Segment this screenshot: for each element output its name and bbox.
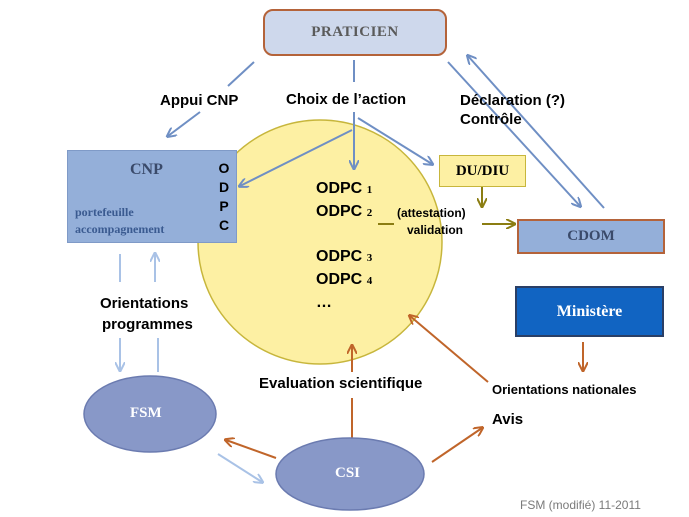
arrow-appui-to-cnp	[168, 111, 201, 136]
odpc-item-4: ODPC 4	[316, 271, 373, 288]
fsm-node	[83, 375, 217, 453]
label-programmes: programmes	[102, 316, 193, 333]
arrow-praticien-to-cnp	[227, 61, 255, 87]
cnp-title: CNP	[130, 161, 163, 178]
footer-credit: FSM (modifié) 11-2011	[520, 498, 641, 512]
arrow-csi-to-fsm	[226, 440, 277, 459]
ministere-node: Ministère	[515, 286, 664, 337]
cnp-letter-p: P	[219, 198, 229, 214]
praticien-node: PRATICIEN	[263, 9, 447, 56]
cnp-line2: accompagnement	[75, 222, 165, 236]
cnp-letter-c: C	[218, 217, 230, 233]
ministere-label: Ministère	[556, 302, 623, 320]
odpc-item-2: ODPC 2	[316, 203, 373, 220]
label-validation: validation	[407, 223, 464, 237]
cnp-line1: portefeuille	[75, 205, 134, 219]
arrow-cdom-to-praticien	[468, 56, 605, 209]
praticien-label: PRATICIEN	[311, 24, 399, 40]
cnp-node: CNP portefeuille accompagnement O D P C	[67, 150, 237, 243]
odpc-ellipsis: …	[316, 294, 332, 311]
cdom-label: CDOM	[567, 228, 615, 244]
label-declaration: Déclaration (?)	[460, 92, 566, 109]
label-avis: Avis	[492, 411, 524, 428]
du-diu-node: DU/DIU	[439, 155, 526, 187]
odpc-item-3: ODPC 3	[316, 248, 373, 265]
arrow-praticien-to-cdom	[447, 61, 580, 206]
cnp-letter-d: D	[218, 179, 230, 195]
label-choix-action: Choix de l’action	[286, 91, 407, 108]
arrow-choix-to-du	[357, 117, 432, 164]
arrow-csi-to-avis	[431, 428, 482, 463]
cnp-letter-o: O	[218, 160, 230, 176]
cnp-odpc-letters: O D P C	[216, 159, 232, 235]
label-evaluation: Evaluation scientifique	[259, 375, 423, 392]
label-appui-cnp: Appui CNP	[160, 92, 239, 109]
cdom-node: CDOM	[517, 219, 665, 254]
label-attestation: (attestation)	[397, 206, 466, 220]
arrow-choix-to-cnp	[240, 129, 353, 186]
label-orientations-nationales: Orientations nationales	[492, 382, 637, 397]
csi-node	[275, 437, 425, 511]
arrow-orientations-to-circle	[410, 316, 489, 383]
arrow-fsm-to-csi	[217, 453, 262, 482]
label-controle: Contrôle	[460, 111, 522, 128]
fsm-label: FSM	[130, 405, 162, 421]
odpc-list: ODPC 1 ODPC 2 ODPC 3 ODPC 4 …	[316, 178, 372, 313]
odpc-item-1: ODPC 1	[316, 180, 373, 197]
label-orientations: Orientations	[100, 295, 189, 312]
csi-label: CSI	[335, 465, 361, 481]
du-diu-label: DU/DIU	[455, 162, 510, 179]
